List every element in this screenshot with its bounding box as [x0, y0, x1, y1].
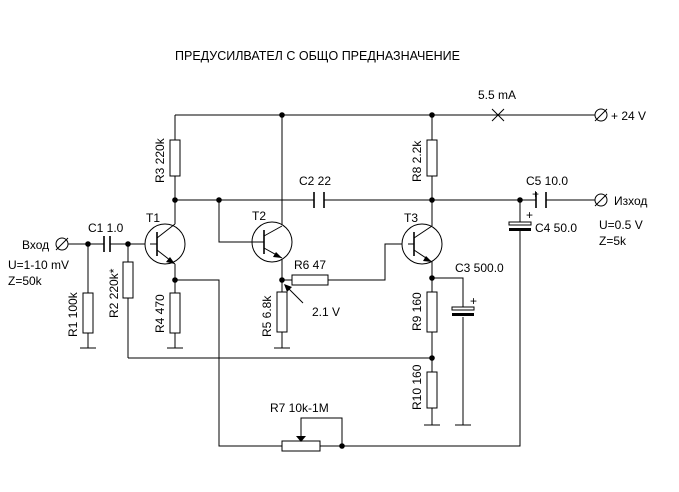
r4-label: R4 470	[153, 294, 167, 333]
c4-polarity-mark: +	[526, 208, 533, 222]
capacitors	[103, 192, 547, 316]
capacitor-c4	[508, 221, 532, 231]
c4-label: C4 50.0	[535, 221, 577, 235]
supply-terminal-icon	[594, 108, 608, 122]
resistor-r8	[426, 139, 438, 177]
r1-label: R1 100k	[66, 291, 80, 337]
resistor-r3	[169, 139, 181, 177]
capacitor-c3	[451, 306, 475, 316]
resistor-r10	[426, 371, 438, 409]
capacitor-c5	[535, 192, 547, 208]
c2-label: C2 22	[299, 174, 331, 188]
r2-label: R2 220k*	[107, 268, 121, 318]
resistor-r6	[291, 274, 329, 286]
resistor-r7	[281, 440, 321, 452]
c5-polarity-mark: +	[532, 187, 539, 201]
output-voltage: U=0.5 V	[599, 218, 643, 232]
input-terminal-icon	[55, 237, 69, 251]
t3-label: T3	[404, 211, 418, 225]
resistor-r9	[426, 291, 438, 333]
wiring	[68, 114, 595, 447]
t1-label: T1	[146, 211, 160, 225]
input-impedance: Z=50k	[8, 274, 43, 288]
r7-label: R7 10k-1M	[270, 401, 329, 415]
input-label: Вход	[22, 238, 49, 252]
supply-label: + 24 V	[611, 109, 646, 123]
r8-label: R8 2.2k	[410, 140, 424, 182]
resistor-r2	[122, 261, 134, 299]
labels: Вход U=1-10 mV Z=50k + 24 V 5.5 mA Изход…	[8, 88, 647, 415]
r9-label: R9 160	[410, 292, 424, 331]
schematic-title: ПРЕДУСИЛВАТЕЛ С ОБЩО ПРЕДНАЗНАЧЕНИЕ	[175, 49, 460, 63]
transistor-t2	[250, 221, 293, 263]
voltage-pointer-arrow-icon	[284, 284, 304, 304]
resistor-r1	[82, 292, 94, 334]
output-terminal-icon	[594, 193, 608, 207]
resistor-r5	[276, 291, 288, 333]
t2-emitter-voltage: 2.1 V	[312, 305, 340, 319]
output-impedance: Z=5k	[599, 234, 627, 248]
r6-label: R6 47	[294, 258, 326, 272]
junction-dots	[85, 112, 523, 449]
capacitor-c2	[313, 192, 325, 208]
c5-label: C5 10.0	[526, 174, 568, 188]
input-voltage: U=1-10 mV	[8, 258, 69, 272]
resistors	[82, 139, 438, 452]
r10-label: R10 160	[410, 364, 424, 410]
supply-current: 5.5 mA	[478, 88, 516, 102]
transistor-t3	[401, 223, 443, 265]
capacitor-c1	[103, 236, 111, 252]
c3-label: C3 500.0	[455, 261, 504, 275]
r5-label: R5 6.8k	[260, 295, 274, 337]
r7-wiper-arrow-icon	[296, 436, 306, 442]
c1-label: C1 1.0	[88, 221, 124, 235]
output-label: Изход	[614, 194, 647, 208]
c3-polarity-mark: +	[470, 294, 477, 308]
current-measure-cross-icon	[491, 108, 505, 122]
transistor-t1	[144, 223, 186, 265]
t2-label: T2	[252, 209, 266, 223]
r3-label: R3 220k	[153, 137, 167, 183]
resistor-r4	[169, 292, 181, 334]
